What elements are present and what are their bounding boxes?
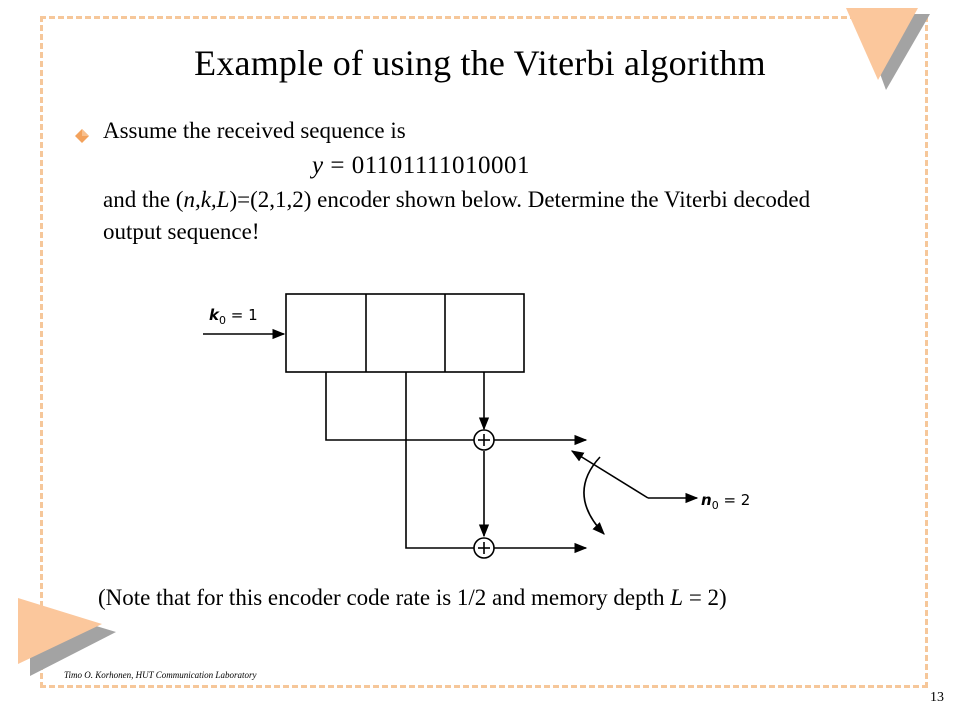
- equation-variable: y: [312, 152, 324, 179]
- code-rate-note: (Note that for this encoder code rate is…: [98, 585, 727, 611]
- problem-statement: and the (n,k,L)=(2,1,2) encoder shown be…: [103, 184, 863, 248]
- note-part2: = 2): [683, 585, 727, 610]
- problem-part2: )=(2,1,2) encoder shown below. Determine…: [103, 187, 811, 244]
- diamond-bullet-icon: [75, 129, 89, 143]
- received-sequence-equation: y = 01101111010001: [312, 152, 530, 180]
- slide-border: [40, 16, 928, 688]
- tap-line-stage1: [325, 372, 474, 441]
- equation-equals: =: [323, 152, 352, 179]
- switch-rotation-arc: [583, 456, 605, 535]
- tap-line-stage2: [405, 372, 474, 549]
- top-right-triangle-decoration: [846, 8, 930, 90]
- note-italic: L: [670, 585, 684, 610]
- problem-part1: and the (: [103, 187, 184, 212]
- problem-italic-params: n,k,L: [183, 187, 230, 212]
- bullet-intro-text: Assume the received sequence is: [103, 118, 406, 143]
- shift-register: [285, 293, 525, 373]
- bottom-left-triangle-decoration: [18, 598, 116, 676]
- input-label: k0 = 1: [209, 306, 258, 327]
- output-label: n0 = 2: [701, 491, 750, 512]
- page-number: 13: [930, 690, 944, 705]
- slide-title: Example of using the Viterbi algorithm: [194, 43, 766, 83]
- note-part1: (Note that for this encoder code rate is…: [98, 585, 671, 610]
- footer-author: Timo O. Korhonen, HUT Communication Labo…: [64, 670, 257, 680]
- equation-value: 01101111010001: [351, 152, 531, 179]
- switch-arm: [570, 450, 649, 499]
